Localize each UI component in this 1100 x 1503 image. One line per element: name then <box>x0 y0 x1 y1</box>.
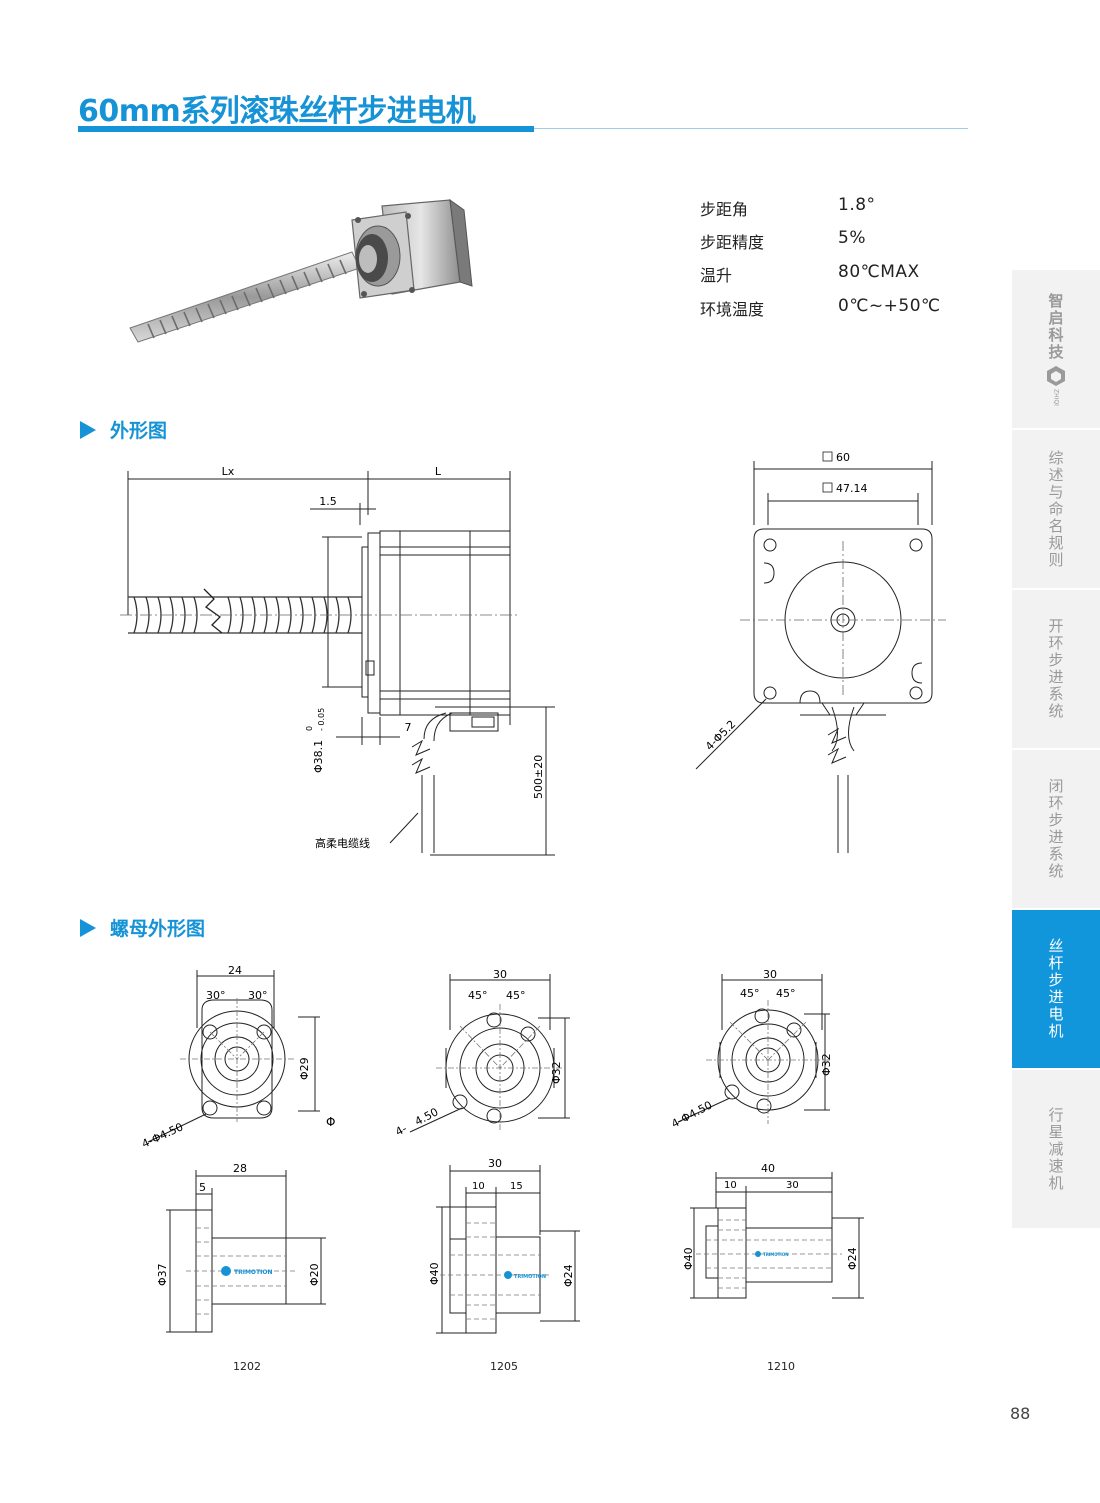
motor-body <box>351 198 473 299</box>
nut-od-symbol: Φ <box>326 1115 335 1129</box>
nut-1205-front: 30 45° 45° Φ32 4- 4.50 <box>393 968 570 1139</box>
spec-label: 步距角 <box>700 200 749 219</box>
dim-cable: 500±20 <box>532 755 545 799</box>
nut-1202-front: 24 30° 30° Φ29 Φ 4-Φ4.50 <box>140 964 336 1151</box>
spec-value: 1.8° <box>838 195 876 215</box>
spec-label: 温升 <box>700 266 733 285</box>
page-title: 60mm系列滚珠丝杆步进电机 <box>78 94 476 129</box>
spec-value: 0℃~+50℃ <box>838 296 941 316</box>
cable-note: 高柔电缆线 <box>315 836 370 850</box>
section-title: 外形图 <box>110 420 168 442</box>
nut-caption: 1210 <box>767 1360 795 1373</box>
dim-lx: Lx <box>222 465 235 478</box>
nut-side-body-dia: Φ24 <box>846 1247 859 1270</box>
nut-angle-left: 45° <box>468 989 488 1002</box>
nut-side-body: 15 <box>510 1181 523 1192</box>
nut-side-flange-dia: Φ40 <box>682 1247 695 1270</box>
section-heading-outline: 外形图 <box>80 416 167 443</box>
nut-side-flange: 10 <box>724 1180 737 1191</box>
dim-boss: 7 <box>405 721 412 734</box>
dim-flange: 1.5 <box>319 495 337 508</box>
nut-front-width: 30 <box>763 968 777 981</box>
nut-side-total: 40 <box>761 1162 775 1175</box>
triangle-bullet-icon <box>80 919 96 937</box>
spec-label: 步距精度 <box>700 233 765 252</box>
outline-front-view: 60 47.14 4-Φ5.2 <box>695 451 946 853</box>
dim-l: L <box>435 465 442 478</box>
trimotion-logo-icon <box>504 1271 512 1279</box>
nut-caption: 1205 <box>490 1360 518 1373</box>
nut-pcd: Φ29 <box>298 1057 311 1080</box>
nut-holes: 4-Φ4.50 <box>140 1120 185 1150</box>
nut-1210-front: 30 45° 45° Φ32 4-Φ4.50 <box>669 968 833 1131</box>
dim-square-outer: 60 <box>836 451 850 464</box>
nut-side-body-dia: Φ24 <box>562 1264 575 1287</box>
nut-side-flange: 5 <box>199 1181 206 1194</box>
tab-label: 开环步进系统 <box>1046 618 1065 720</box>
section-heading-nut: 螺母外形图 <box>80 914 205 941</box>
dim-boss-tol-lower: - 0.05 <box>317 708 326 731</box>
nut-angle-left: 30° <box>206 989 226 1002</box>
dim-boss-dia: Φ38.1 <box>312 740 325 773</box>
tab-label: 行星减速机 <box>1046 1106 1065 1192</box>
spec-value: 5% <box>838 228 866 248</box>
tab-lead-screw[interactable]: 丝杆步进电机 <box>1012 910 1100 1070</box>
nut-side-body-dia: Φ20 <box>308 1263 321 1286</box>
tab-brand[interactable]: 智启科技 ZHIQI <box>1012 270 1100 430</box>
title-underline <box>78 126 534 132</box>
nut-side-total: 28 <box>233 1162 247 1175</box>
nut-1210-side: TRIMOTION 40 10 30 Φ40 Φ24 <box>682 1162 864 1299</box>
nut-side-total: 30 <box>488 1157 502 1170</box>
nut-pcd: Φ32 <box>820 1053 833 1076</box>
brand-logo-icon <box>1047 365 1065 386</box>
nut-1202-side: TRIMOTION 28 5 Φ37 Φ20 <box>156 1162 326 1333</box>
brand-mark: TRIMOTION <box>514 1274 546 1280</box>
nut-pcd: Φ32 <box>550 1061 563 1084</box>
brand-mark: TRIMOTION <box>234 1269 272 1276</box>
brand-mark: TRIMOTION <box>763 1252 789 1257</box>
spec-label: 环境温度 <box>700 300 765 319</box>
nut-front-width: 30 <box>493 968 507 981</box>
tab-overview[interactable]: 综述与命名规则 <box>1012 430 1100 590</box>
dim-boss-tol-upper: 0 <box>305 726 314 731</box>
nut-side-flange-dia: Φ37 <box>156 1263 169 1286</box>
section-title: 螺母外形图 <box>110 918 206 940</box>
tab-label: 丝杆步进电机 <box>1046 938 1065 1040</box>
tab-label: 闭环步进系统 <box>1046 778 1065 880</box>
brand-small: ZHIQI <box>1052 388 1060 406</box>
trimotion-logo-icon <box>755 1251 761 1257</box>
tab-closed-loop[interactable]: 闭环步进系统 <box>1012 750 1100 910</box>
lead-screw <box>129 251 361 343</box>
tab-label: 综述与命名规则 <box>1046 449 1065 569</box>
page-number: 88 <box>1010 1404 1031 1423</box>
nut-side-flange-dia: Φ40 <box>428 1262 441 1285</box>
nut-1205-side: TRIMOTION 30 10 15 Φ40 Φ24 <box>428 1157 580 1334</box>
trimotion-logo-icon <box>221 1266 231 1276</box>
outline-side-view: Lx L 1.5 7 Φ38.1 0 - 0.05 500±20 高柔电缆线 <box>120 465 555 856</box>
tab-open-loop[interactable]: 开环步进系统 <box>1012 590 1100 750</box>
nut-angle-right: 30° <box>248 989 268 1002</box>
nut-angle-left: 45° <box>740 987 760 1000</box>
dim-holes: 4-Φ5.2 <box>703 718 738 753</box>
nut-caption: 1202 <box>233 1360 261 1373</box>
nut-angle-right: 45° <box>776 987 796 1000</box>
brand-name: 智启科技 <box>1046 292 1065 361</box>
title-rule <box>534 128 968 129</box>
nut-front-width: 24 <box>228 964 242 977</box>
nut-angle-right: 45° <box>506 989 526 1002</box>
product-photo <box>129 198 473 343</box>
nut-side-flange: 10 <box>472 1181 485 1192</box>
tab-gearbox[interactable]: 行星减速机 <box>1012 1070 1100 1230</box>
spec-value: 80℃MAX <box>838 262 920 282</box>
nut-holes: 4-Φ4.50 <box>669 1098 714 1130</box>
triangle-bullet-icon <box>80 421 96 439</box>
nut-holes-prefix: 4- <box>393 1122 409 1139</box>
nut-side-body: 30 <box>786 1180 799 1191</box>
dim-square-inner: 47.14 <box>836 482 868 495</box>
